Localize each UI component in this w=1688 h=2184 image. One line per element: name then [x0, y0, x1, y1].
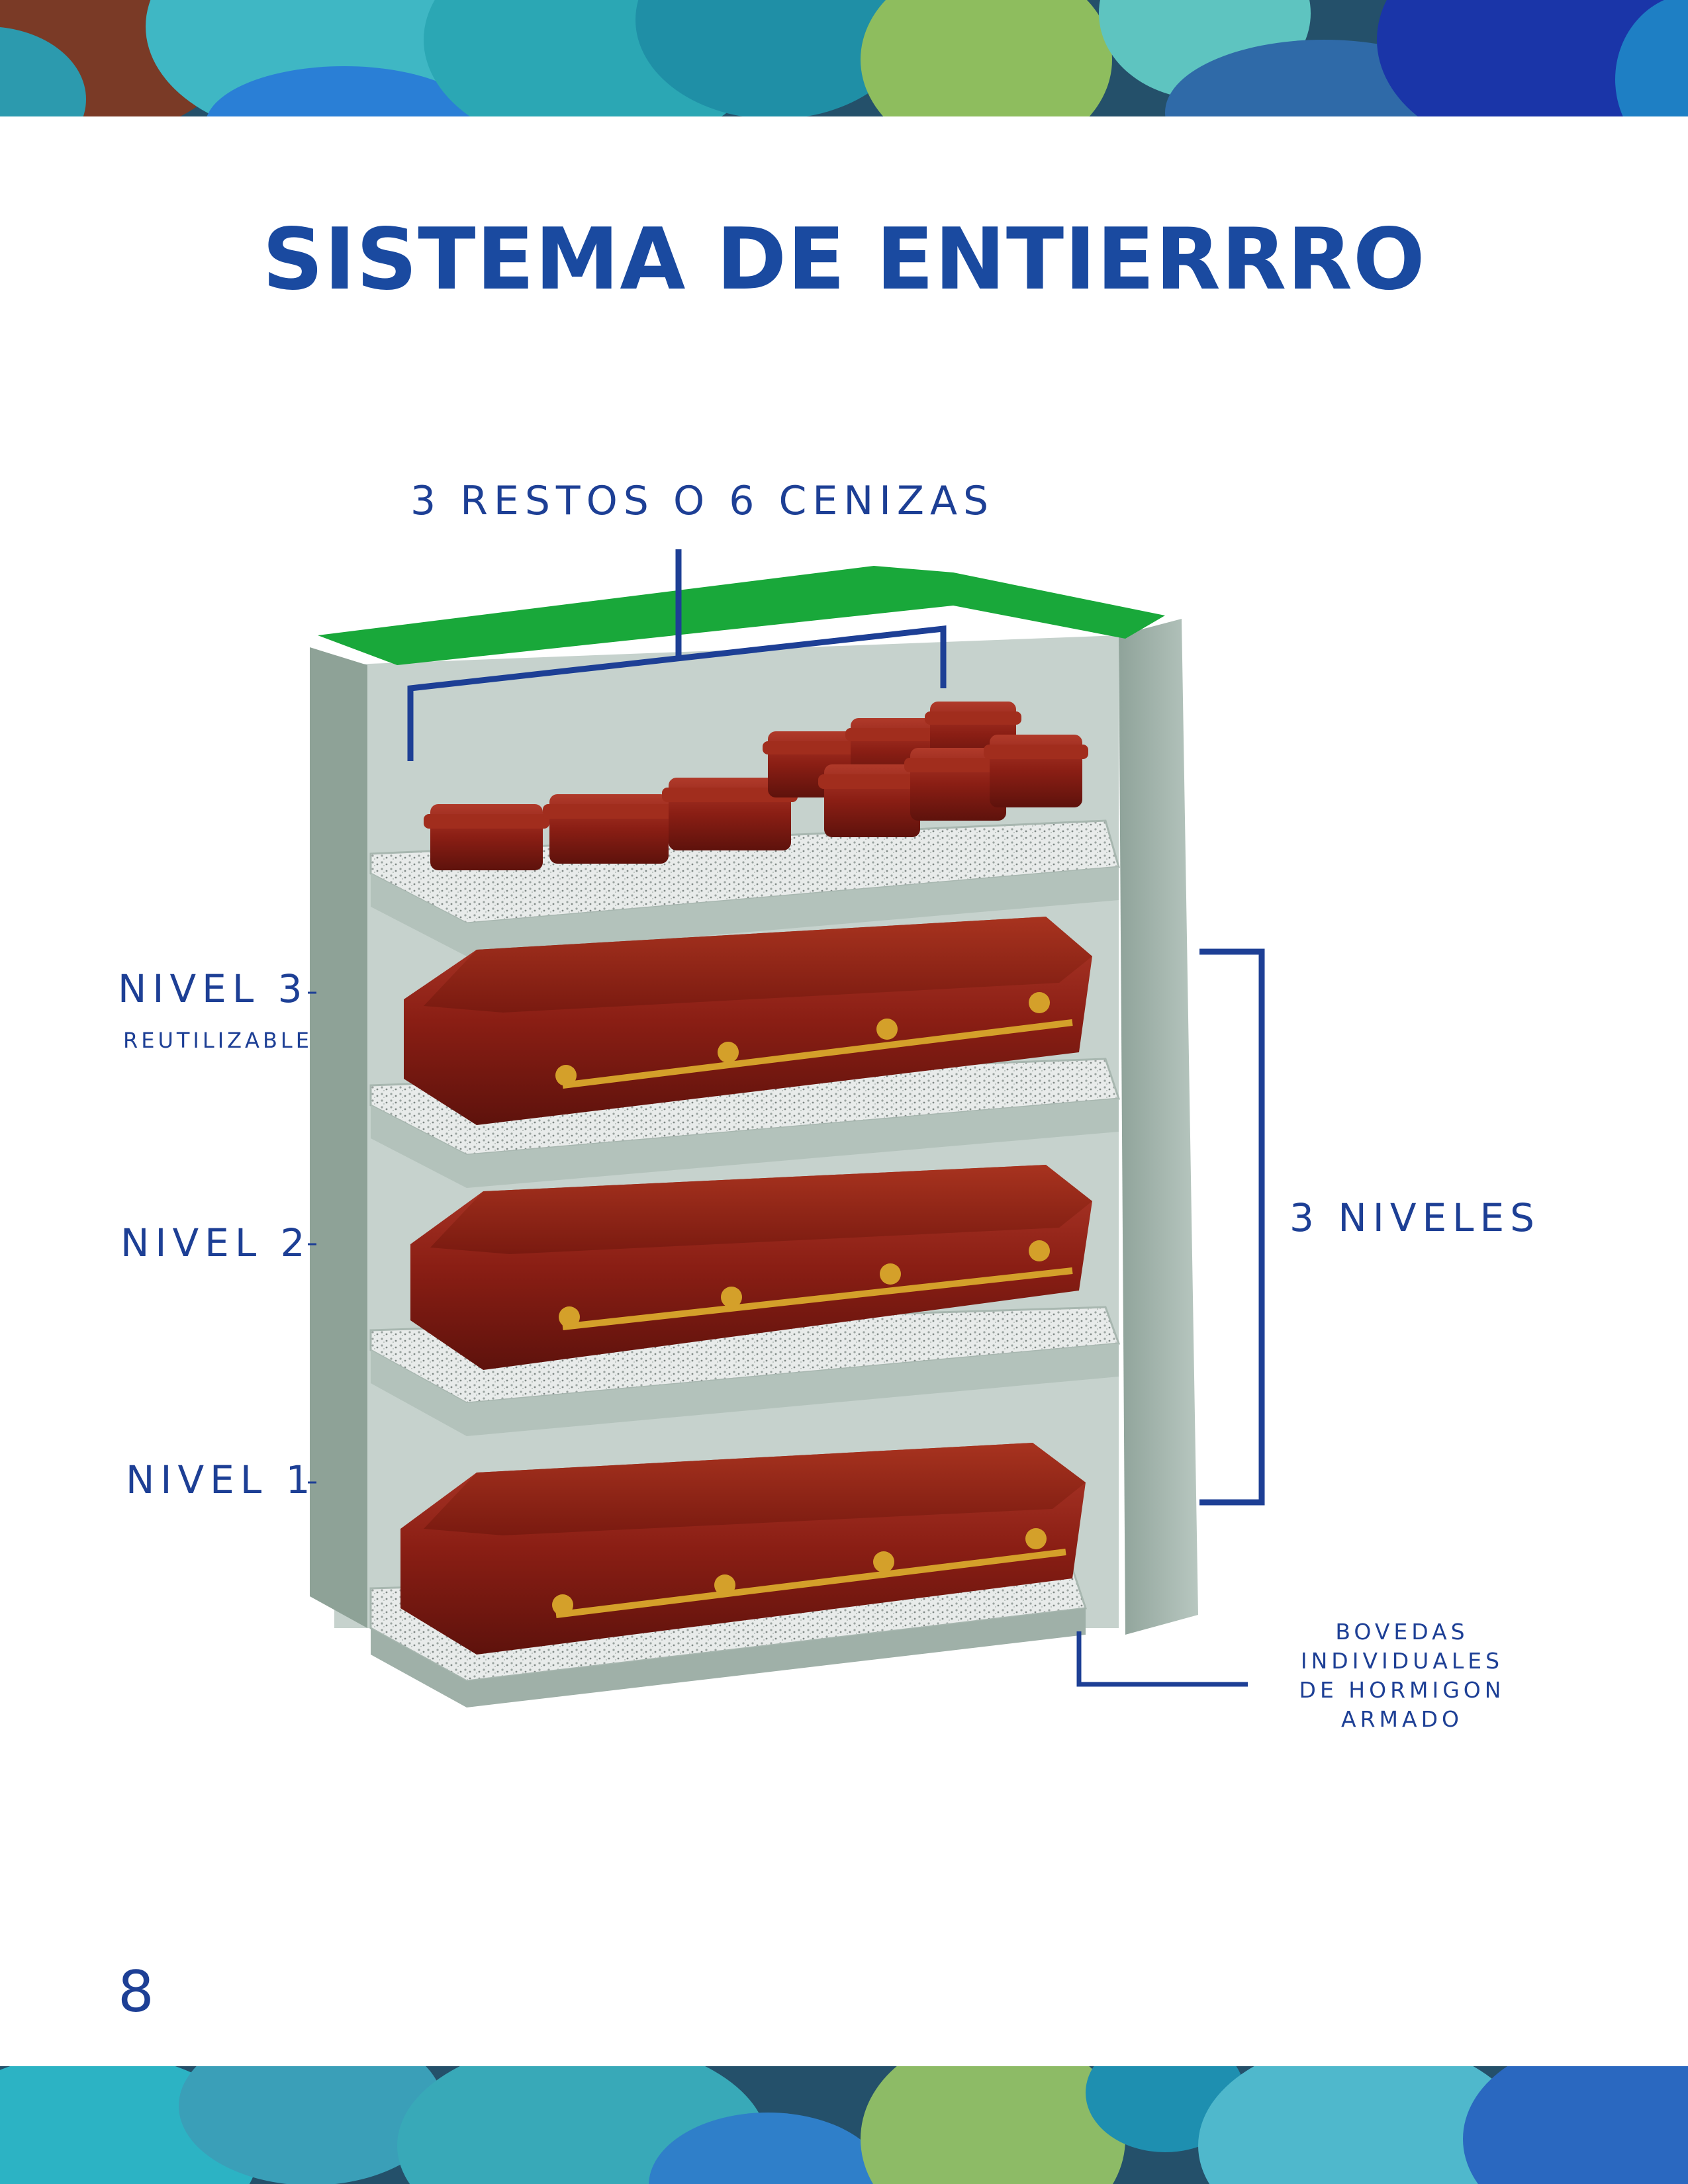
coffin-level-3 [404, 917, 1092, 1125]
levels-total-label: 3 NIVELES [1289, 1195, 1540, 1240]
top-capacity-label: 3 RESTOS O 6 CENIZAS [410, 478, 995, 524]
level-2-label: NIVEL 2 [120, 1220, 311, 1265]
urn [424, 804, 549, 870]
decorative-stone-band-bottom [0, 2066, 1688, 2184]
vaults-label: BOVEDAS INDIVIDUALES DE HORMIGON ARMADO [1250, 1617, 1554, 1734]
decorative-stone-band-top [0, 0, 1688, 116]
urn [984, 735, 1088, 807]
vaults-label-line: INDIVIDUALES [1300, 1647, 1504, 1674]
level-3-label: NIVEL 3 [118, 966, 308, 1011]
coffin-level-1 [400, 1443, 1086, 1655]
top-bracket [407, 549, 947, 761]
vault-callout-line [1076, 1631, 1248, 1687]
coffin-level-2 [410, 1165, 1092, 1370]
urn [543, 794, 675, 864]
page-title: SISTEMA DE ENTIERRRO [262, 210, 1426, 309]
level-3-note: REUTILIZABLE [123, 1028, 312, 1053]
grass-surface [318, 566, 1165, 665]
vaults-label-line: BOVEDAS [1335, 1619, 1469, 1645]
levels-bracket [1199, 948, 1265, 1506]
urn [818, 764, 925, 837]
urns [424, 702, 1088, 870]
vaults-label-line: ARMADO [1341, 1706, 1463, 1732]
page-number: 8 [118, 1959, 154, 2025]
urn [904, 748, 1011, 821]
urn [662, 778, 798, 850]
level-1-label: NIVEL 1 [126, 1457, 316, 1502]
vaults-label-line: DE HORMIGON [1299, 1676, 1505, 1703]
